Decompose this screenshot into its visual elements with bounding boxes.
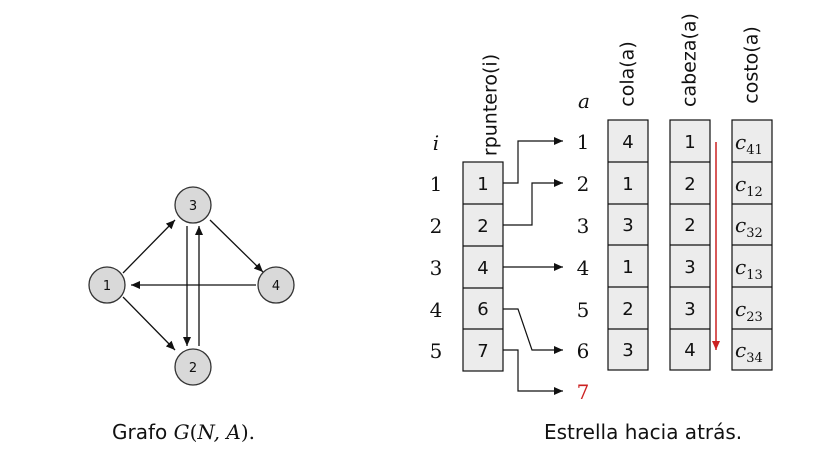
costo-sub: 23 (746, 310, 763, 325)
costo-cell: c13 (735, 255, 763, 283)
a-value: 4 (577, 256, 590, 280)
i-value: 4 (430, 298, 443, 322)
cola-cell: 3 (622, 340, 633, 361)
costo-sub: 13 (746, 268, 763, 283)
edge-1-3 (122, 219, 176, 274)
costo-sub: 34 (746, 351, 763, 366)
graph (122, 219, 264, 351)
cabeza-cell: 1 (684, 132, 695, 153)
i-value: 3 (430, 256, 443, 280)
a-value: 6 (577, 339, 590, 363)
cabeza-cell: 2 (684, 215, 695, 236)
costo-base: c (735, 172, 746, 196)
rpuntero-cell: 4 (477, 258, 488, 279)
cola-cell: 1 (622, 257, 633, 278)
cola-cell: 3 (622, 215, 633, 236)
pointer-arrow-4 (503, 308, 563, 354)
star-caption: Estrella hacia atrás. (544, 420, 743, 444)
a-header: a (578, 89, 590, 113)
cabeza-cell: 3 (684, 299, 695, 320)
pointer-arrow-1 (503, 137, 563, 184)
costo-base: c (735, 338, 746, 362)
costo-base: c (735, 213, 746, 237)
costo-base: c (735, 130, 746, 154)
costo-cell: c12 (735, 172, 763, 200)
cabeza-cell: 2 (684, 174, 695, 195)
a-column: 1 2 3 4 5 6 7 (577, 130, 590, 404)
i-column: 1 2 3 4 5 (430, 172, 443, 363)
graph-caption-args: N, A (197, 420, 241, 444)
node-1: 1 (88, 266, 126, 304)
edge-3-4 (209, 219, 264, 273)
cola-cell: 1 (622, 174, 633, 195)
costo-sub: 12 (746, 185, 763, 200)
i-value: 5 (430, 339, 443, 363)
costo-cell: c34 (735, 338, 763, 366)
graph-nodes: 1 2 3 4 (88, 186, 295, 386)
rpuntero-column: 1 2 4 6 7 (462, 161, 504, 372)
cola-cell: 2 (622, 299, 633, 320)
costo-cell: c32 (735, 213, 763, 241)
cola-header: cola(a) (617, 41, 639, 106)
node-label-1: 1 (103, 279, 111, 294)
i-header: i (433, 131, 439, 155)
pointer-arrow-2 (503, 179, 563, 226)
a-value: 1 (577, 130, 590, 154)
i-value: 2 (430, 214, 443, 238)
node-2: 2 (174, 348, 212, 386)
graph-caption-prefix: Grafo (112, 420, 174, 444)
graph-caption-open: ( (189, 420, 198, 444)
costo-cell: c41 (735, 130, 763, 158)
graph-caption-symbol: G (173, 420, 190, 444)
costo-header: costo(a) (741, 26, 763, 104)
edge-1-2 (122, 296, 176, 351)
cabeza-header: cabeza(a) (679, 13, 701, 107)
graph-caption-close: ). (240, 420, 255, 444)
a-value: 3 (577, 214, 590, 238)
node-label-2: 2 (189, 361, 197, 376)
costo-cell: c23 (735, 297, 763, 325)
costo-column: c41 c12 c32 c13 c23 c34 (731, 119, 773, 371)
costo-base: c (735, 297, 746, 321)
rpuntero-header: rpuntero(i) (480, 54, 502, 156)
a-value: 2 (577, 172, 590, 196)
costo-base: c (735, 255, 746, 279)
costo-sub: 41 (746, 143, 763, 158)
cabeza-column: 1 2 2 3 3 4 (669, 119, 720, 371)
a-value-sentinel: 7 (577, 380, 590, 404)
i-value: 1 (430, 172, 443, 196)
rpuntero-cell: 6 (477, 299, 488, 320)
rpuntero-cell: 1 (477, 174, 488, 195)
node-label-3: 3 (189, 199, 197, 214)
pointer-arrows (503, 137, 563, 395)
costo-sub: 32 (746, 226, 763, 241)
cabeza-cell: 4 (684, 340, 695, 361)
graph-caption: Grafo G(N, A). (112, 420, 255, 444)
cola-cell: 4 (622, 132, 633, 153)
cabeza-cell: 3 (684, 257, 695, 278)
rpuntero-cell: 7 (477, 341, 488, 362)
node-label-4: 4 (272, 279, 280, 294)
node-4: 4 (257, 266, 295, 304)
cola-column: 4 1 3 1 2 3 (607, 119, 649, 371)
rpuntero-cell: 2 (477, 216, 488, 237)
a-value: 5 (577, 298, 590, 322)
node-3: 3 (174, 186, 212, 224)
pointer-arrow-5 (503, 349, 563, 395)
